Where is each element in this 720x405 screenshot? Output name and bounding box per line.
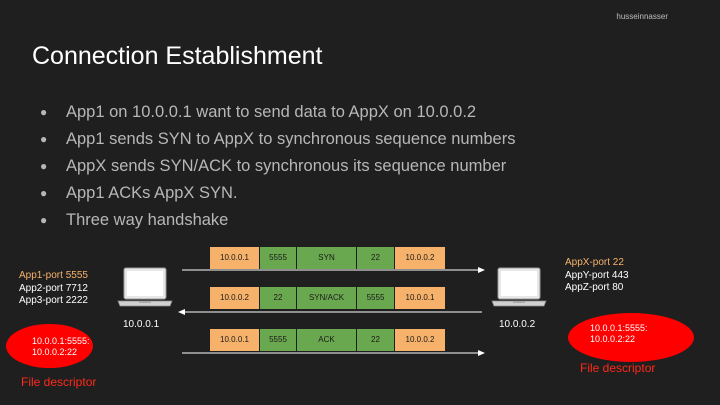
bullet-item: ● App1 sends SYN to AppX to synchronous s… <box>40 126 515 153</box>
packet-ack: 10.0.0.1 5555 ACK 22 10.0.0.2 <box>209 328 446 352</box>
right-file-descriptor-label: File descriptor <box>580 361 656 375</box>
packet-dst-port: 22 <box>357 329 395 351</box>
packet-dst-ip: 10.0.0.2 <box>395 247 445 269</box>
fd-line: 10.0.0.1:5555: <box>32 336 90 346</box>
bullet-dot-icon: ● <box>40 213 48 227</box>
left-file-descriptor-ellipse: 10.0.0.1:5555: 10.0.0.2:22 <box>6 324 93 368</box>
packet-syn: 10.0.0.1 5555 SYN 22 10.0.0.2 <box>209 246 446 270</box>
packet-src-port: 5555 <box>260 329 297 351</box>
packet-dst-ip: 10.0.0.1 <box>395 287 445 309</box>
fd-line: 10.0.0.2:22 <box>32 347 78 357</box>
bullet-item: ● App1 on 10.0.0.1 want to send data to A… <box>40 99 515 126</box>
right-ip-label: 10.0.0.2 <box>499 319 536 330</box>
bullet-text: Three way handshake <box>66 211 229 229</box>
packet-src-ip: 10.0.0.1 <box>210 247 260 269</box>
left-laptop-icon <box>117 267 173 307</box>
arrow-right-icon <box>182 267 485 273</box>
packet-syn-ack: 10.0.0.2 22 SYN/ACK 5555 10.0.0.1 <box>209 286 446 310</box>
bullet-dot-icon: ● <box>40 159 48 173</box>
bullet-item: ● AppX sends SYN/ACK to synchronous its s… <box>40 153 515 180</box>
arrow-right-icon <box>182 350 485 356</box>
left-ip-label: 10.0.0.1 <box>123 319 160 330</box>
right-port-item: AppY-port 443 <box>565 269 629 281</box>
right-port-list: AppX-port 22 AppY-port 443 AppZ-port 80 <box>565 257 629 295</box>
left-file-descriptor-label: File descriptor <box>21 375 97 389</box>
packet-src-ip: 10.0.0.2 <box>210 287 260 309</box>
packet-dst-port: 5555 <box>357 287 395 309</box>
packet-dst-ip: 10.0.0.2 <box>395 329 445 351</box>
bullet-item: ● Three way handshake <box>40 207 515 234</box>
right-file-descriptor-ellipse: 10.0.0.1:5555: 10.0.0.2:22 <box>568 313 694 362</box>
left-port-list: App1-port 5555 App2-port 7712 App3-port … <box>19 270 88 308</box>
bullet-dot-icon: ● <box>40 186 48 200</box>
arrow-left-icon <box>178 309 482 315</box>
bullet-item: ● App1 ACKs AppX SYN. <box>40 180 515 207</box>
left-port-item: App1-port 5555 <box>19 270 88 281</box>
right-port-item: AppX-port 22 <box>565 257 624 268</box>
bullet-list: ● App1 on 10.0.0.1 want to send data to A… <box>40 99 515 234</box>
bullet-dot-icon: ● <box>40 132 48 146</box>
bullet-text: AppX sends SYN/ACK to synchronous its se… <box>66 157 507 175</box>
right-laptop-icon <box>491 267 547 307</box>
packet-src-port: 22 <box>260 287 297 309</box>
packet-flag: ACK <box>297 329 357 351</box>
left-port-item: App2-port 7712 <box>19 282 88 294</box>
bullet-text: App1 on 10.0.0.1 want to send data to Ap… <box>66 103 477 121</box>
packet-flag: SYN/ACK <box>297 287 357 309</box>
packet-src-port: 5555 <box>260 247 297 269</box>
packet-flag: SYN <box>297 247 357 269</box>
packet-src-ip: 10.0.0.1 <box>210 329 260 351</box>
packet-dst-port: 22 <box>357 247 395 269</box>
bullet-text: App1 ACKs AppX SYN. <box>66 184 238 202</box>
right-port-item: AppZ-port 80 <box>565 282 624 293</box>
slide-title: Connection Establishment <box>32 42 323 70</box>
watermark: husseinnasser <box>616 12 668 21</box>
bullet-text: App1 sends SYN to AppX to synchronous se… <box>66 130 516 148</box>
left-port-item: App3-port 2222 <box>19 295 88 306</box>
bullet-dot-icon: ● <box>40 105 48 119</box>
fd-line: 10.0.0.1:5555: <box>590 323 648 333</box>
fd-line: 10.0.0.2:22 <box>590 334 636 344</box>
